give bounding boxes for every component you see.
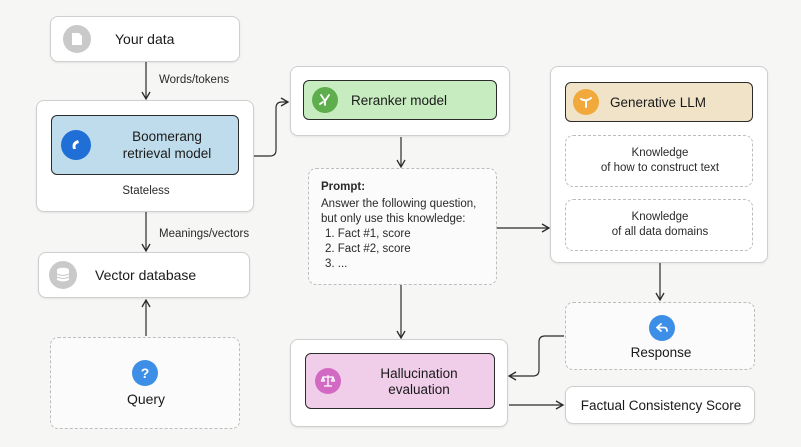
hallucination-container[interactable]: Hallucination evaluation	[290, 339, 508, 427]
stateless-label: Stateless	[122, 185, 170, 197]
boomerang-retrieval-model[interactable]: Boomerang retrieval model	[51, 115, 239, 175]
generative-llm-label: Generative LLM	[610, 95, 707, 110]
vector-database-node[interactable]: Vector database	[38, 252, 250, 298]
response-node[interactable]: Response	[565, 302, 755, 370]
boomerang-container[interactable]: Boomerang retrieval model Stateless	[36, 100, 254, 212]
reranker-container[interactable]: Reranker model	[290, 66, 510, 136]
reranker-model[interactable]: Reranker model	[303, 80, 497, 120]
prompt-title: Prompt:	[321, 181, 366, 193]
knowledge-text-node: Knowledge of how to construct text	[565, 135, 753, 187]
boomerang-icon	[61, 130, 91, 160]
response-label: Response	[630, 345, 692, 360]
vector-database-label: Vector database	[95, 267, 197, 283]
prompt-node[interactable]: Prompt: Answer the following question, b…	[308, 168, 497, 285]
knowledge-domains-line2: of all data domains	[611, 226, 709, 238]
generative-llm-container[interactable]: Generative LLM Knowledge of how to const…	[550, 66, 768, 263]
database-icon	[49, 261, 77, 289]
edge-response-to-hallucination	[507, 335, 564, 381]
question-icon: ?	[132, 360, 158, 386]
prompt-fact-1: 1. Fact #1, score	[325, 228, 411, 240]
your-data-label: Your data	[115, 31, 175, 47]
knowledge-domains-node: Knowledge of all data domains	[565, 199, 753, 251]
edge-label-words-tokens: Words/tokens	[159, 74, 230, 86]
hallucination-label-line1: Hallucination	[380, 366, 458, 381]
prompt-fact-2: 2. Fact #2, score	[325, 243, 411, 255]
knowledge-text-line2: of how to construct text	[600, 162, 720, 174]
reranker-icon	[312, 87, 338, 113]
reranker-label: Reranker model	[351, 93, 448, 108]
reply-icon	[649, 315, 675, 341]
factual-consistency-score-node[interactable]: Factual Consistency Score	[565, 386, 755, 424]
boomerang-label-line2: retrieval model	[122, 146, 212, 161]
prompt-line-1: Answer the following question,	[321, 198, 477, 210]
scale-icon	[315, 368, 341, 394]
llm-icon	[573, 89, 599, 115]
edge-boomerang-to-reranker	[254, 97, 290, 157]
document-icon	[63, 25, 91, 53]
knowledge-domains-line1: Knowledge	[631, 211, 689, 223]
prompt-line-2: but only use this knowledge:	[321, 213, 466, 225]
your-data-node[interactable]: Your data	[50, 16, 240, 62]
hallucination-label-line2: evaluation	[388, 382, 450, 397]
edge-label-meanings-vectors: Meanings/vectors	[159, 228, 250, 240]
query-label: Query	[126, 391, 166, 407]
query-node[interactable]: ? Query	[50, 337, 240, 429]
prompt-fact-3: 3. ...	[325, 258, 348, 270]
factual-consistency-score-label: Factual Consistency Score	[580, 398, 742, 413]
boomerang-label-line1: Boomerang	[132, 129, 202, 144]
knowledge-text-line1: Knowledge	[631, 147, 689, 159]
generative-llm[interactable]: Generative LLM	[565, 82, 753, 122]
hallucination-evaluation[interactable]: Hallucination evaluation	[305, 353, 495, 409]
